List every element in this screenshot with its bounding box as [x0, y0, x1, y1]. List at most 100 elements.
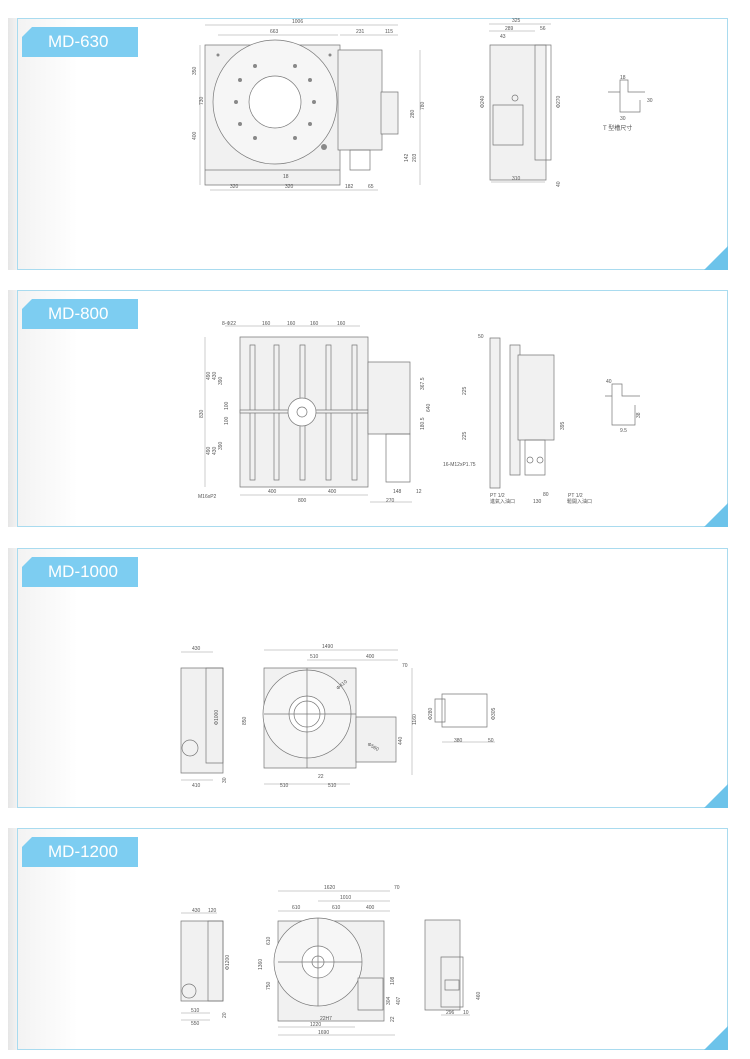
drawing-line [249, 76, 301, 128]
drawing-line [308, 78, 312, 82]
dimension-label: 180.5 [420, 417, 426, 430]
dimension-label: 510 [328, 783, 337, 789]
dimension-label: 280 [410, 109, 416, 118]
dimension-label: 350 [192, 66, 198, 75]
dimension-label: 610 [292, 905, 301, 911]
dimension-label: 430 [212, 371, 218, 380]
dimension-label: PT 1/2 [568, 493, 583, 499]
drawing-line [238, 122, 242, 126]
dimension-label: 120 [208, 908, 217, 914]
dimension-label: Φ1200 [225, 955, 231, 970]
drawing-line [512, 95, 518, 101]
dimension-label: 490 [206, 371, 212, 380]
drawing-line [182, 984, 196, 998]
drawing-line [312, 100, 316, 104]
dimension-label: 1620 [324, 885, 335, 891]
dimension-label: 9.5 [620, 428, 627, 434]
dimension-label: 50 [488, 738, 494, 744]
dimension-label: 160 [262, 321, 271, 327]
dimension-label: 108 [390, 976, 396, 985]
dimension-label: 367.5 [420, 377, 426, 390]
dimension-label: 231 [356, 29, 365, 35]
drawing-line [358, 978, 383, 1010]
dimension-label: Φ305 [491, 707, 497, 720]
dimension-label: 325 [512, 18, 521, 24]
dimension-label: 130 [533, 499, 542, 505]
dimension-label: 148 [393, 489, 402, 495]
dimension-label: 10 [463, 1010, 469, 1016]
drawing-line [293, 64, 297, 68]
dimension-label: 663 [270, 29, 279, 35]
drawing-line [208, 921, 223, 1001]
top-view: 8-Φ22 160 160 160 160 830 490 490 430 43… [198, 321, 432, 504]
top-view: 1490 510 400 70 Φ410 Φ560 850 1160 440 2… [242, 644, 418, 789]
t-slot-detail: 40 38 9.5 [605, 379, 642, 434]
dimension-label: 780 [420, 101, 426, 110]
dimension-label: 1006 [292, 19, 303, 25]
model-label: MD-800 [22, 299, 138, 329]
dimension-label: 12 [416, 489, 422, 495]
dimension-label: 390 [218, 376, 224, 385]
dimension-label: 8-Φ22 [222, 321, 236, 327]
dimension-label: 510 [310, 654, 319, 660]
dimension-label: 610 [332, 905, 341, 911]
dimension-label: 40 [556, 181, 562, 187]
dimension-label: 30 [222, 777, 228, 783]
dimension-label: 800 [298, 498, 307, 504]
panel-md-1000: MD-1000 [8, 548, 728, 808]
dimension-label: 100 [224, 416, 230, 425]
dimension-label: Φ1000 [214, 710, 220, 725]
drawing-line [216, 53, 220, 57]
drawing-line [445, 980, 459, 990]
dimension-label: 400 [268, 489, 277, 495]
motor-view: Φ280 Φ305 380 50 [428, 694, 497, 744]
dimension-label: 160 [287, 321, 296, 327]
dimension-label: 30 [647, 98, 653, 104]
dimension-label: 22 [318, 774, 324, 780]
dimension-label: 407 [396, 996, 402, 1005]
drawing-line [535, 45, 551, 160]
drawing-line [435, 699, 445, 722]
dimension-label: 640 [426, 403, 432, 412]
drawing-line [328, 53, 332, 57]
t-slot-detail: 18 30 30 T 型槽尺寸 [603, 75, 653, 132]
drawing-line [206, 668, 223, 763]
dimension-label: 142 [404, 153, 410, 162]
dimension-label: 30 [620, 116, 626, 122]
drawing-line [253, 136, 257, 140]
drawing-line [518, 355, 554, 440]
drawing-line [490, 338, 500, 488]
drawing-line [182, 740, 198, 756]
drawing-line [297, 407, 307, 417]
drawing-line [442, 694, 487, 727]
dimension-label: 40 [606, 379, 612, 385]
dimension-label: 270 [386, 498, 395, 504]
dimension-label: 50 [478, 334, 484, 340]
dimension-label: 22H7 [320, 1016, 332, 1022]
dimension-label: 18 [283, 174, 289, 180]
side-view: 325 289 56 43 Φ240 Φ270 310 40 [480, 18, 562, 187]
drawing-line [605, 384, 640, 425]
drawing-line [293, 136, 297, 140]
dimension-label: 80 [543, 492, 549, 498]
side-view-left: 430 410 30 Φ1000 [181, 646, 228, 789]
dimension-label: 395 [560, 421, 566, 430]
drawing-line [253, 64, 257, 68]
dimension-label: 160 [337, 321, 346, 327]
dimension-label: 進氣入油口 [490, 498, 515, 505]
dimension-label: 65 [368, 184, 374, 190]
dimension-label: 38 [636, 412, 642, 418]
dimension-label: 1690 [318, 1030, 329, 1036]
dimension-label: 750 [266, 981, 272, 990]
dimension-label: Φ270 [556, 95, 562, 108]
dimension-label: 289 [505, 26, 514, 32]
side-view-right: 296 10 460 [425, 920, 482, 1016]
drawing-line [425, 920, 460, 1010]
drawing-line [381, 92, 398, 134]
dimension-label: Φ560 [366, 742, 380, 753]
dimension-label: 18 [620, 75, 626, 81]
dimension-label: 225 [462, 431, 468, 440]
dimension-label: 730 [199, 96, 205, 105]
dimension-label: 20 [222, 1012, 228, 1018]
